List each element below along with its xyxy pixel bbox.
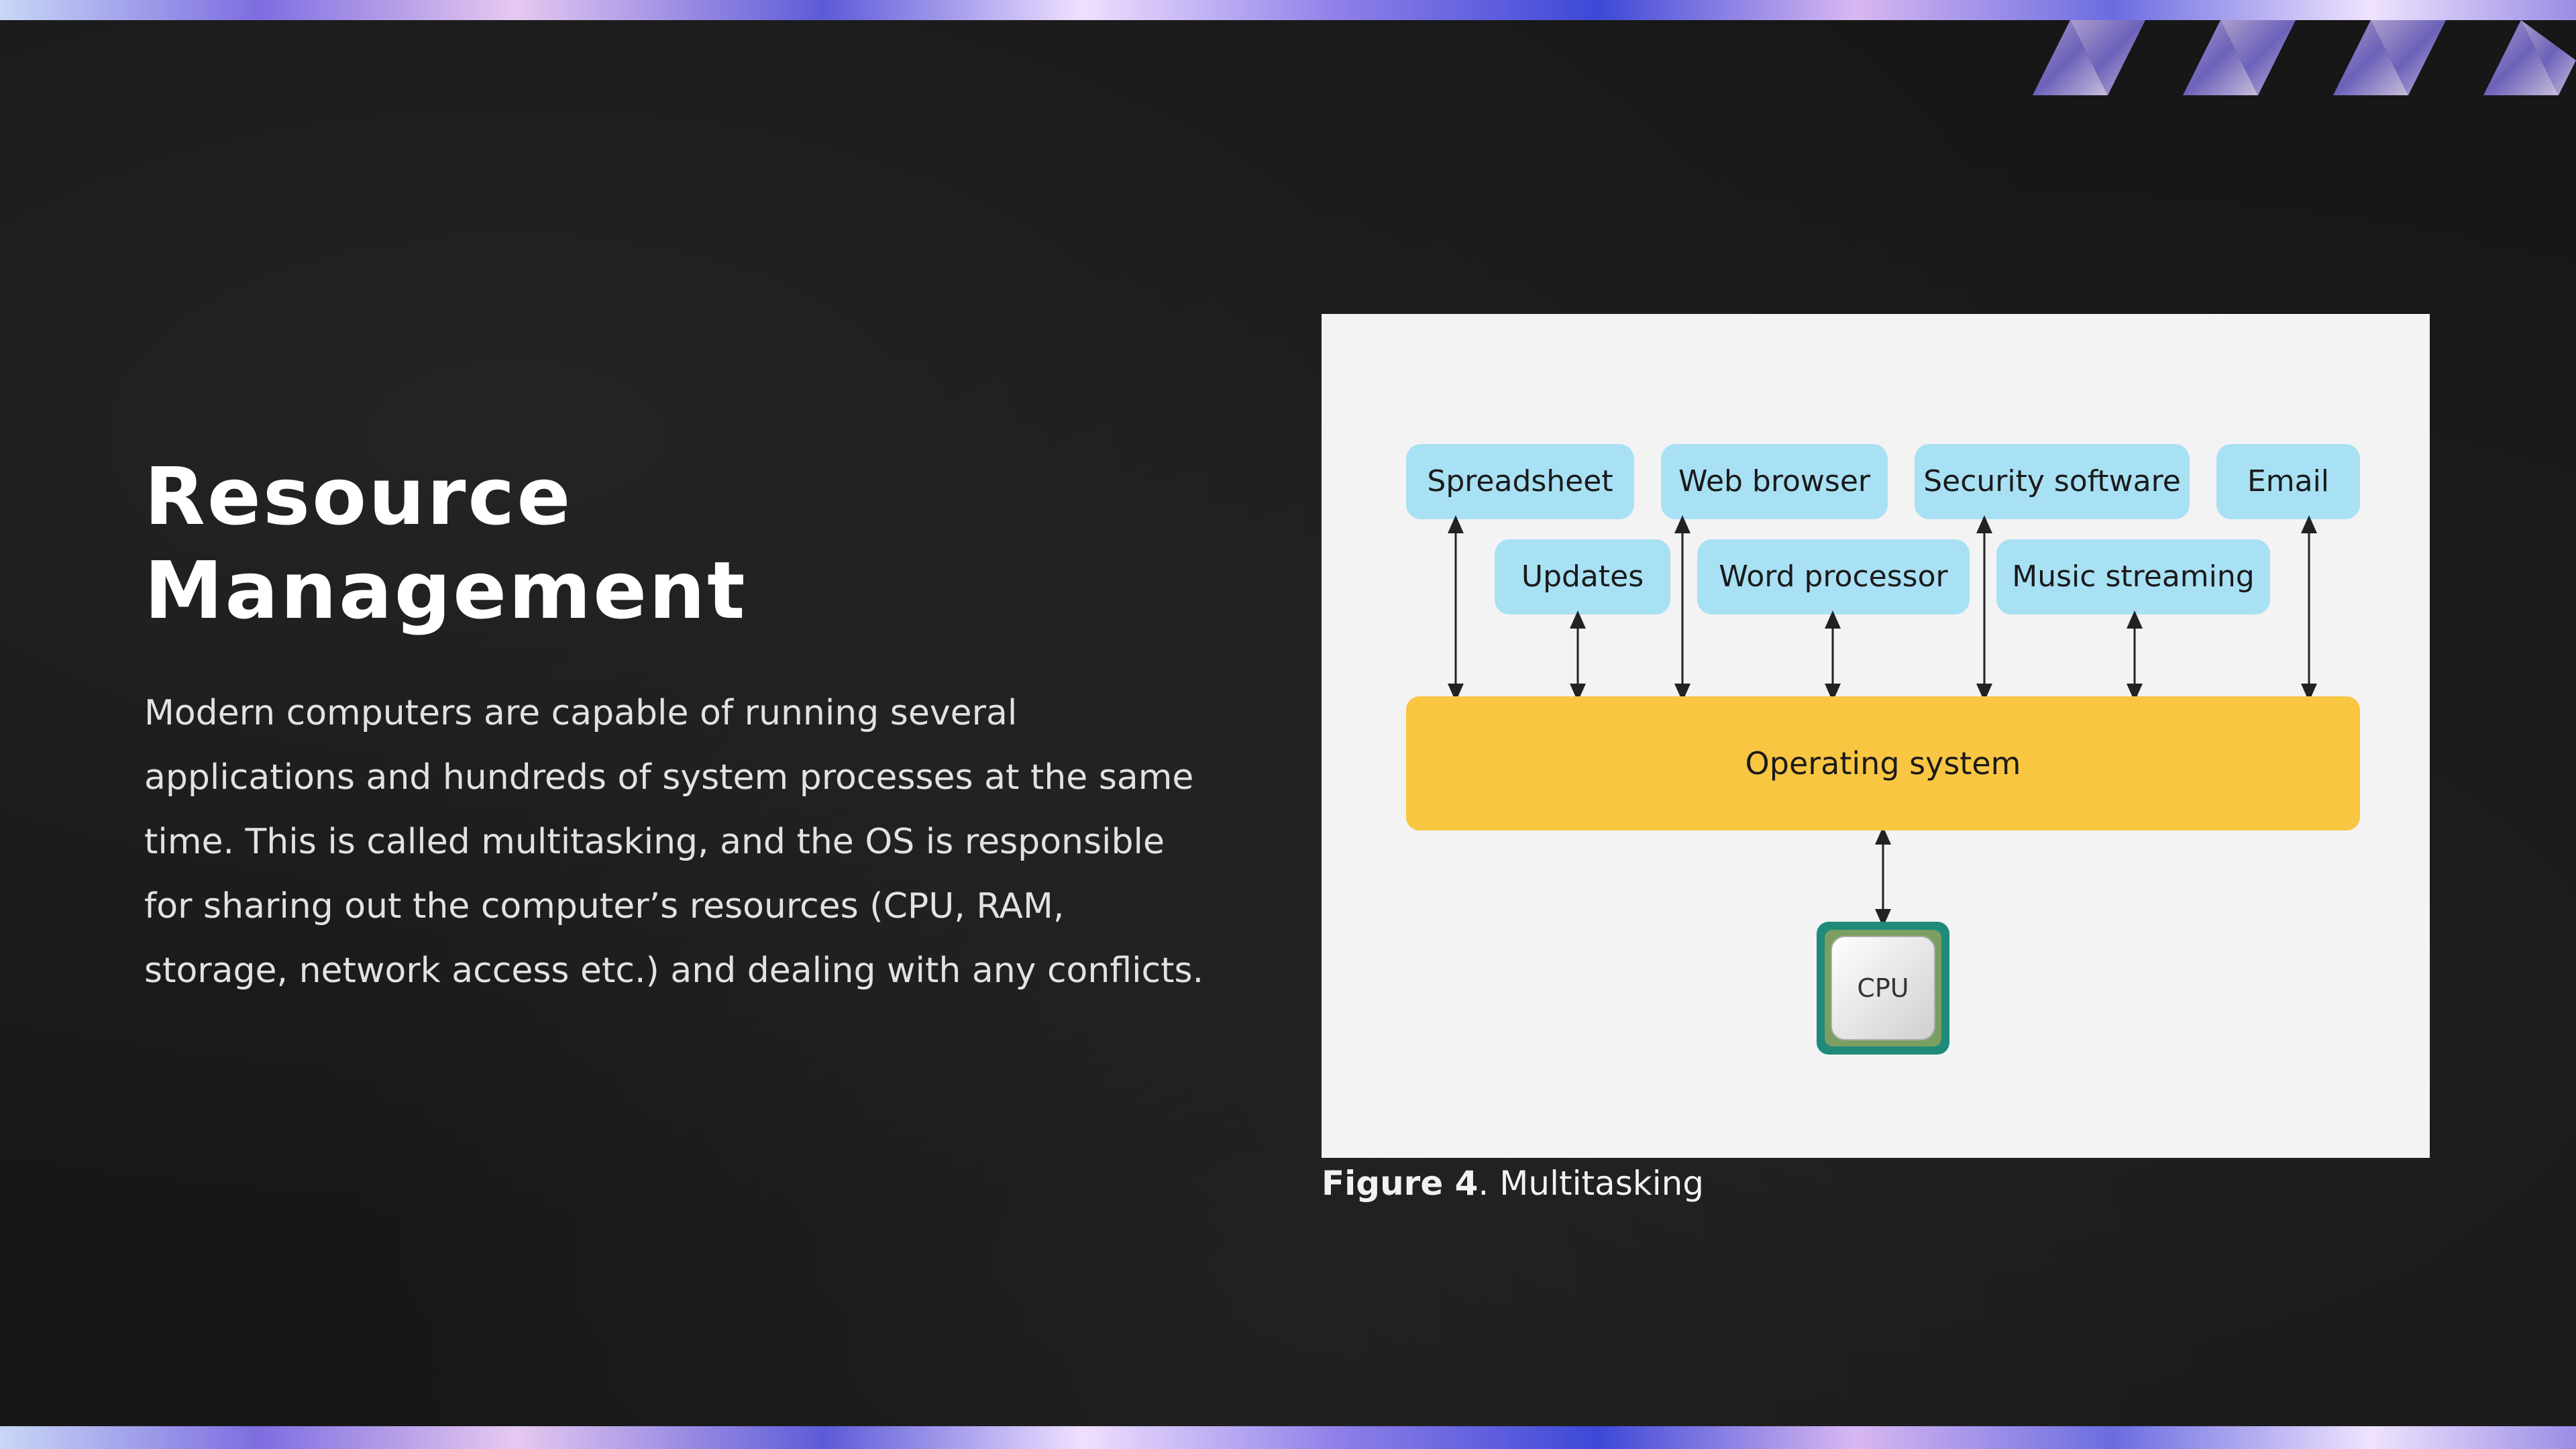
slide-title: Resource Management (144, 449, 1150, 637)
app-box-updates: Updates (1495, 539, 1670, 614)
app-box-spreadsheet: Spreadsheet (1406, 444, 1634, 519)
app-box-web-browser: Web browser (1661, 444, 1888, 519)
app-box-security-software: Security software (1915, 444, 2190, 519)
app-box-music-streaming: Music streaming (1996, 539, 2270, 614)
app-label-security-software: Security software (1923, 464, 2181, 498)
top-decorative-band (0, 0, 2576, 20)
app-label-spreadsheet: Spreadsheet (1427, 464, 1613, 498)
app-box-email: Email (2216, 444, 2360, 519)
bottom-decorative-band (0, 1426, 2576, 1449)
app-box-word-processor: Word processor (1697, 539, 1970, 614)
app-label-web-browser: Web browser (1678, 464, 1871, 498)
title-line-2: Management (144, 544, 747, 637)
cpu-label: CPU (1857, 973, 1909, 1003)
multitasking-diagram: Spreadsheet Web browser Security softwar… (1322, 314, 2430, 1158)
x-pattern-decoration (2033, 20, 2576, 95)
figure-caption-label: Figure 4 (1322, 1164, 1479, 1203)
app-label-email: Email (2247, 464, 2329, 498)
title-line-1: Resource (144, 450, 573, 543)
app-label-word-processor: Word processor (1719, 559, 1948, 594)
cpu-chip-icon: CPU (1817, 922, 1949, 1055)
figure-caption: Figure 4. Multitasking (1322, 1164, 1704, 1203)
connector-arrows (1448, 515, 2317, 927)
app-label-updates: Updates (1521, 559, 1644, 594)
os-label: Operating system (1746, 745, 2021, 782)
app-label-music-streaming: Music streaming (2012, 559, 2254, 594)
os-box: Operating system (1406, 696, 2360, 830)
slide-body-text: Modern computers are capable of running … (144, 693, 1204, 991)
figure-caption-text: . Multitasking (1478, 1164, 1705, 1203)
